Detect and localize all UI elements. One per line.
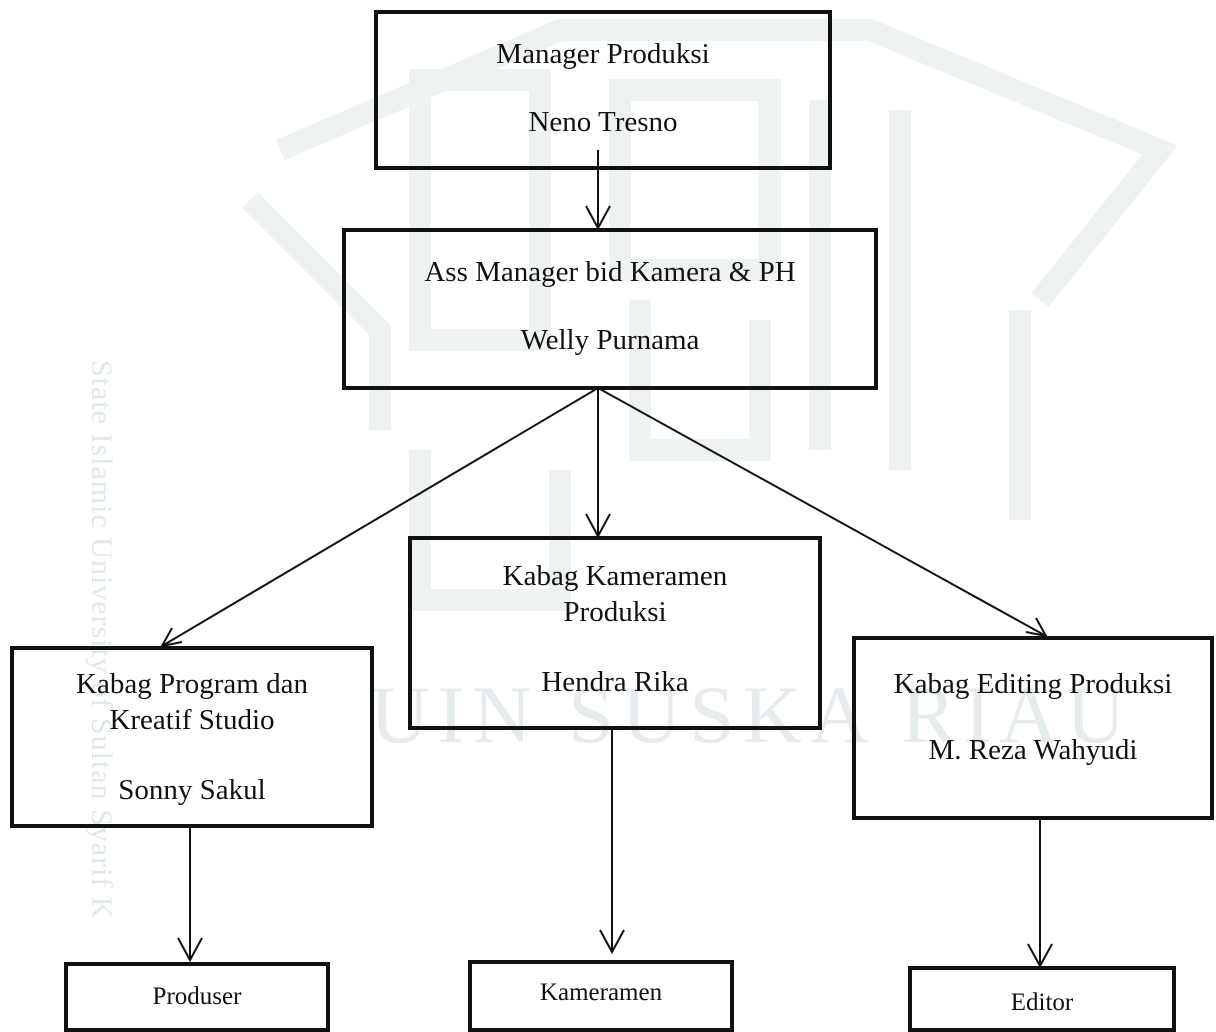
box-kabag-editing-title: Kabag Editing Produksi <box>893 668 1173 700</box>
connector-ass-to-editing <box>597 387 1047 637</box>
box-kameramen: Kameramen <box>468 960 734 1032</box>
box-produser: Produser <box>64 962 330 1032</box>
box-ass-manager-person: Welly Purnama <box>520 324 700 356</box>
box-editor: Editor <box>908 966 1176 1032</box>
arrowhead-produser <box>177 937 203 963</box>
box-kabag-editing-person: M. Reza Wahyudi <box>928 734 1138 766</box>
box-kameramen-title: Kameramen <box>539 979 663 1006</box>
box-manager-title: Manager Produksi <box>496 38 710 70</box>
box-kabag-kameramen-person: Hendra Rika <box>541 666 689 698</box>
box-ass-manager: Ass Manager bid Kamera & PH Welly Purnam… <box>342 228 878 390</box>
box-kabag-program-person: Sonny Sakul <box>118 774 266 806</box>
box-kabag-kameramen: Kabag Kameramen Produksi Hendra Rika <box>408 536 822 730</box>
connector-ass-to-program <box>161 387 599 647</box>
box-produser-title: Produser <box>152 983 242 1010</box>
box-manager-produksi: Manager Produksi Neno Tresno <box>374 10 832 170</box>
box-editor-title: Editor <box>1010 989 1074 1016</box>
arrowhead-kameramen <box>599 929 625 955</box>
box-manager-person: Neno Tresno <box>528 106 678 138</box>
box-ass-manager-title: Ass Manager bid Kamera & PH <box>424 256 796 288</box>
box-kabag-editing: Kabag Editing Produksi M. Reza Wahyudi <box>852 636 1214 820</box>
box-kabag-kameramen-title-line2: Produksi <box>563 596 667 628</box>
box-kabag-program-title-line2: Kreatif Studio <box>109 704 275 736</box>
box-kabag-kameramen-title-line1: Kabag Kameramen <box>502 560 728 592</box>
box-kabag-program: Kabag Program dan Kreatif Studio Sonny S… <box>10 646 374 828</box>
box-kabag-program-title-line1: Kabag Program dan <box>76 668 308 700</box>
